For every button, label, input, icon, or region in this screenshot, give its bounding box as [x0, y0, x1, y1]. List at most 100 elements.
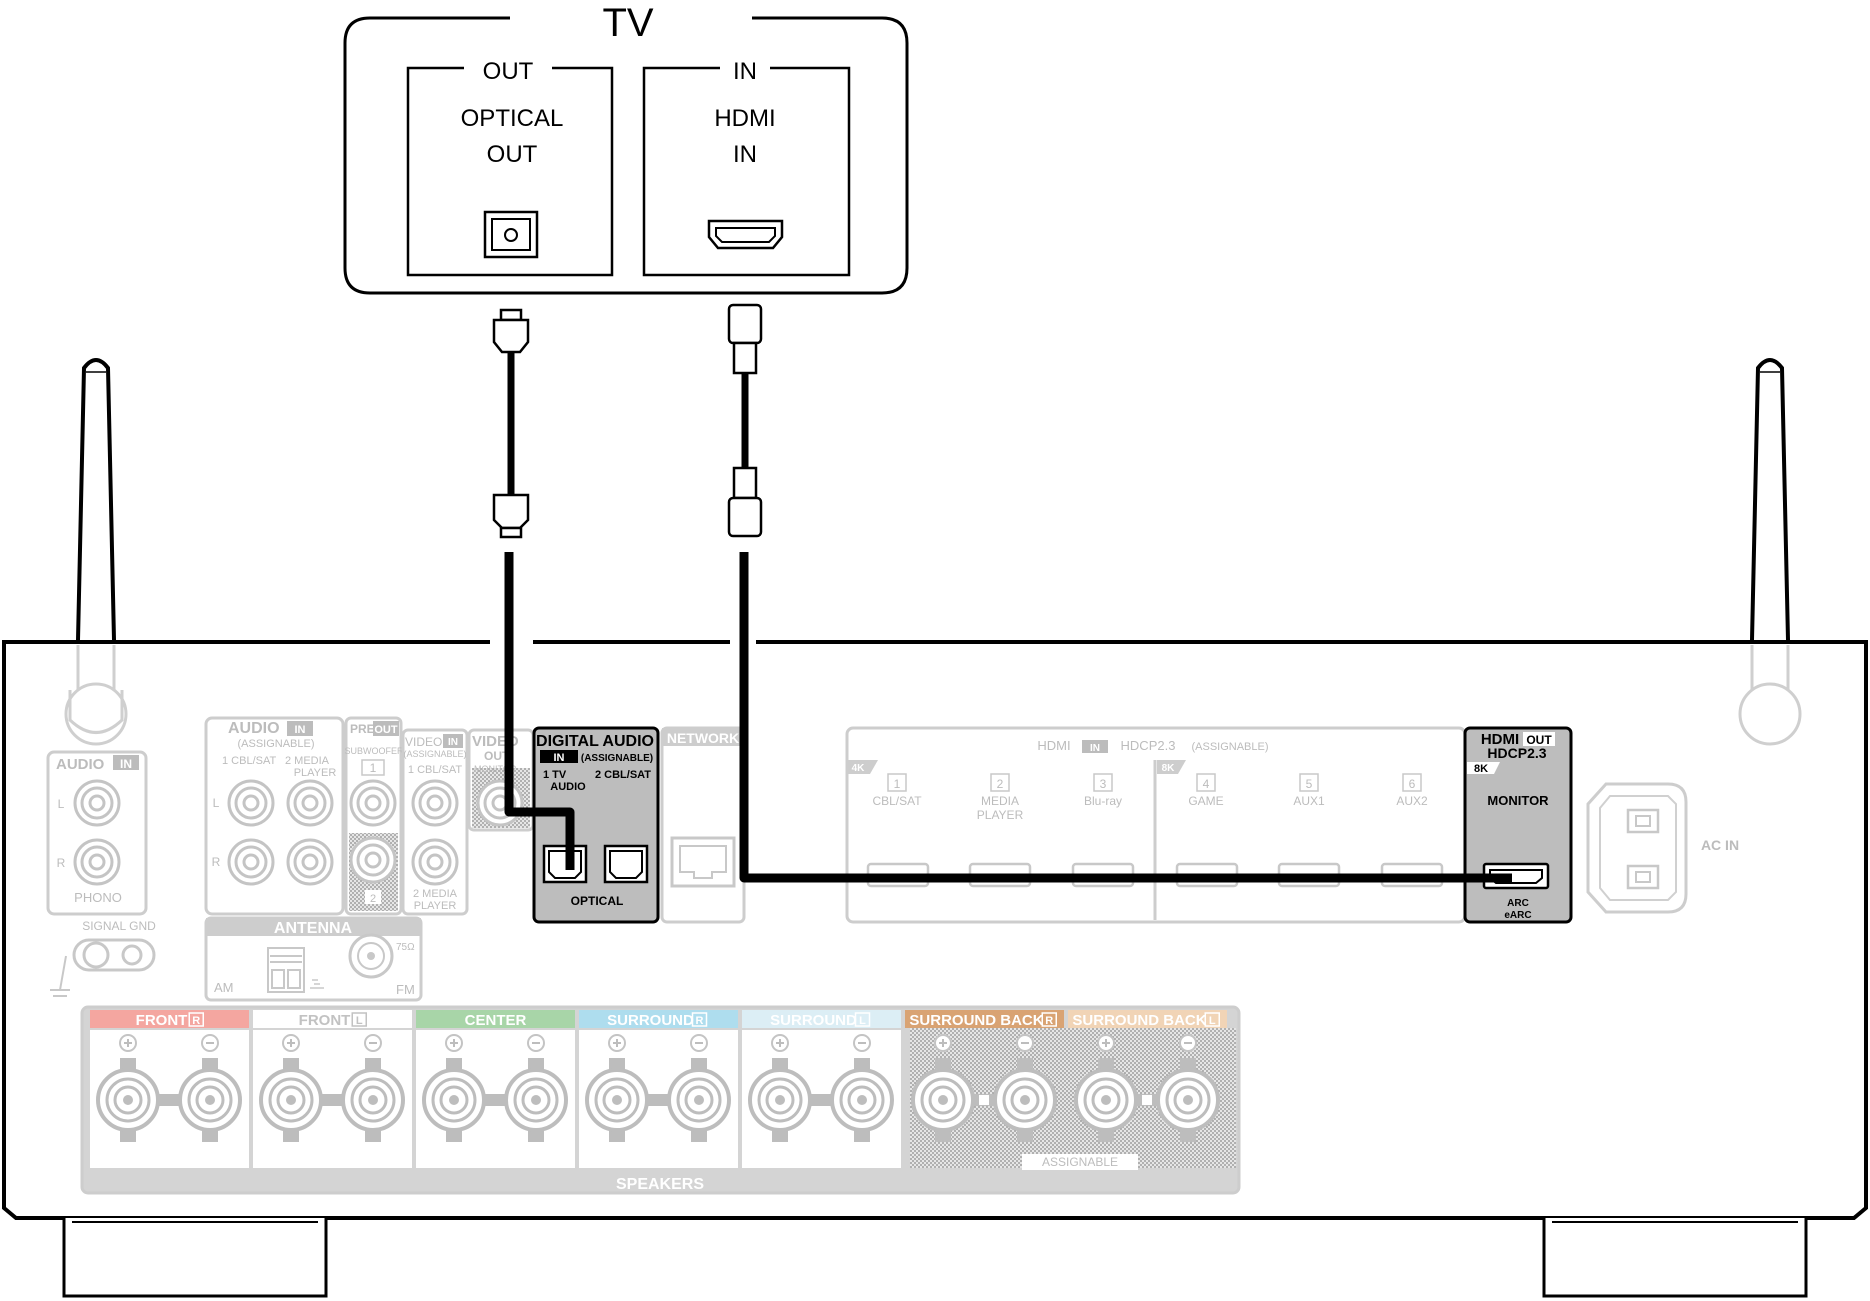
hdmi-input-4-name: GAME: [1188, 794, 1223, 808]
phono-in-tag: IN: [120, 757, 132, 771]
hdmi-cable: [727, 303, 1512, 883]
ac-inlet[interactable]: [1586, 782, 1688, 914]
hdmi-out-earc-label: eARC: [1504, 910, 1531, 921]
phono-title: AUDIO: [56, 756, 105, 773]
audio-in-1-label: 1 CBL/SAT: [222, 755, 276, 767]
tv-title: TV: [602, 1, 653, 45]
audio-in-2-l-jack[interactable]: [286, 779, 334, 827]
speaker-channel-name: SURROUND BACK: [1072, 1012, 1206, 1029]
hdmi-out-hdcp: HDCP2.3: [1487, 745, 1546, 761]
speaker-plus-terminal[interactable]: [96, 1068, 160, 1132]
optical-in-2-cbl-sat-port[interactable]: [603, 844, 649, 884]
am-antenna-terminal[interactable]: [267, 947, 324, 993]
speaker-minus-terminal[interactable]: [504, 1068, 568, 1132]
speaker-side-badge: [351, 1012, 367, 1027]
audio-in-phono-panel: AUDIO IN L R PHONO SIGNAL GND: [46, 750, 156, 997]
speaker-minus-terminal[interactable]: [993, 1068, 1057, 1132]
speaker-channel-color-band: [416, 1010, 575, 1028]
tv-optical-out-label: OUT: [487, 141, 538, 168]
speaker-terminal-pair: [90, 1030, 249, 1168]
speaker-plus-terminal[interactable]: [259, 1068, 323, 1132]
speaker-plus-terminal[interactable]: [422, 1068, 486, 1132]
hdmi-input-2-name2: PLAYER: [977, 808, 1024, 822]
audio-in-l-label: L: [213, 796, 220, 810]
pre-out-title: PRE: [350, 722, 375, 736]
hdmi-input-1-num: 1: [894, 777, 901, 791]
hdmi-in-tag: IN: [1090, 743, 1100, 754]
audio-in-2-r-jack[interactable]: [286, 838, 334, 886]
speaker-terminal-pair: [416, 1030, 575, 1168]
hdmi-input-6-name: AUX2: [1396, 794, 1428, 808]
speaker-plus-terminal[interactable]: [585, 1068, 649, 1132]
phono-l-jack[interactable]: [73, 779, 121, 827]
pre-out-tag: OUT: [374, 724, 398, 736]
speaker-minus-terminal[interactable]: [830, 1068, 894, 1132]
hdmi-input-2-name: MEDIA: [981, 794, 1019, 808]
speaker-channel-color-band: [905, 1010, 1064, 1028]
hdmi-in-title: HDMI: [1037, 738, 1070, 753]
speaker-side-badge: [188, 1012, 204, 1027]
optical-in-1-tv-audio-port[interactable]: [542, 844, 588, 884]
speaker-terminal-pair: [253, 1030, 412, 1168]
phono-r-label: R: [57, 856, 66, 870]
speaker-minus-terminal[interactable]: [1156, 1068, 1220, 1132]
fm-antenna-jack[interactable]: [348, 933, 394, 979]
hdmi-out-monitor-label: MONITOR: [1487, 793, 1549, 808]
speaker-plus-terminal[interactable]: [1074, 1068, 1138, 1132]
audio-in-tag: IN: [295, 724, 306, 736]
speaker-channel-name: SURROUND: [770, 1012, 857, 1029]
subwoofer-2-jack[interactable]: [349, 836, 397, 884]
speaker-channel-color-band: [579, 1010, 738, 1028]
speaker-side-badge: [854, 1012, 871, 1027]
speaker-plus-terminal[interactable]: [911, 1068, 975, 1132]
speaker-channel-name: FRONT: [136, 1012, 188, 1029]
antenna-ohm-label: 75Ω: [396, 942, 415, 953]
hdmi-out-panel: HDMI OUT HDCP2.3 8K MONITOR ARC eARC: [1463, 726, 1573, 924]
pre-out-subwoofer-panel: PRE OUT SUBWOOFER 1 2: [344, 716, 404, 916]
hdmi-input-3-name: Blu-ray: [1084, 794, 1122, 808]
speaker-channel-name: SURROUND: [607, 1012, 694, 1029]
tv-out-label: OUT: [483, 58, 534, 85]
right-foot: [1542, 1218, 1808, 1298]
hdmi-input-2-num: 2: [997, 777, 1004, 791]
video-in-2-jack[interactable]: [411, 838, 459, 886]
audio-in-r-label: R: [212, 855, 221, 869]
tv-optical-out-port[interactable]: [483, 210, 539, 259]
video-in-sub: (ASSIGNABLE): [403, 749, 466, 759]
audio-in-1-r-jack[interactable]: [227, 838, 275, 886]
audio-in-title: AUDIO: [228, 720, 280, 737]
speaker-side-badge: [1041, 1012, 1057, 1027]
speaker-minus-terminal[interactable]: [667, 1068, 731, 1132]
hdmi-4k-group-label: 4K: [852, 763, 866, 774]
speaker-channel-color-band: [90, 1010, 249, 1028]
tv-hdmi-in-port[interactable]: [707, 219, 784, 250]
phono-r-jack[interactable]: [73, 838, 121, 886]
speaker-side-label: L: [859, 1015, 866, 1027]
antenna-title: ANTENNA: [274, 920, 353, 937]
signal-gnd-terminal[interactable]: [50, 938, 156, 997]
audio-in-2b-label: PLAYER: [294, 767, 337, 779]
right-wireless-antenna: [1738, 358, 1802, 746]
audio-in-sub: (ASSIGNABLE): [237, 738, 314, 750]
hdmi-input-4-num: 4: [1203, 777, 1210, 791]
video-in-1-jack[interactable]: [411, 779, 459, 827]
audio-in-1-l-jack[interactable]: [227, 779, 275, 827]
speaker-minus-terminal[interactable]: [178, 1068, 242, 1132]
hdmi-input-6-num: 6: [1409, 777, 1416, 791]
tv-in-label: IN: [733, 58, 757, 85]
hdmi-out-tag: OUT: [1526, 733, 1552, 747]
hdmi-8k-group-label: 8K: [1162, 763, 1176, 774]
tv-optical-label: OPTICAL: [461, 105, 564, 132]
video-out-jack[interactable]: [476, 779, 524, 827]
speaker-plus-terminal[interactable]: [748, 1068, 812, 1132]
ac-in-label: AC IN: [1701, 837, 1739, 853]
subwoofer-2-label: 2: [370, 893, 376, 905]
subwoofer-1-jack[interactable]: [349, 779, 397, 827]
speaker-minus-terminal[interactable]: [341, 1068, 405, 1132]
network-port[interactable]: [670, 836, 736, 888]
speaker-side-badge: [1204, 1012, 1220, 1027]
